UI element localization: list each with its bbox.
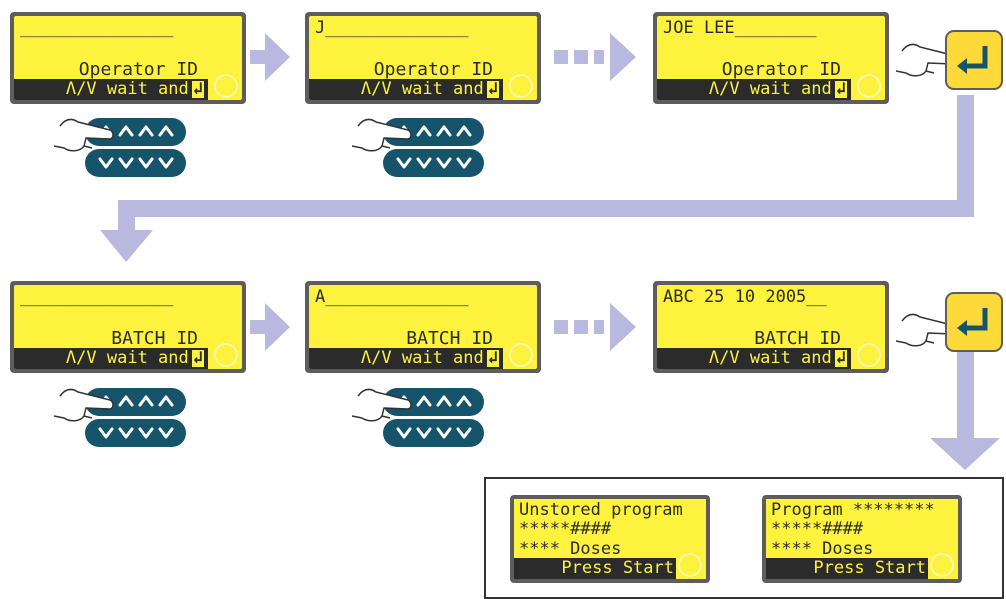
lcd-field-label: Operator ID [721, 59, 841, 80]
hint-text: Λ/V wait and [708, 348, 832, 368]
operator-lcd-1: _______________ Operator ID Λ/V wait and… [10, 12, 246, 104]
knob-ring-icon [214, 343, 238, 367]
lcd-hint-bar: Λ/V wait and↲ [309, 79, 503, 100]
lcd-entry-text: J______________ [315, 18, 469, 38]
batch-lcd-1: _______________ BATCH ID Λ/V wait and↲ [10, 281, 246, 373]
knob-ring-icon [214, 74, 238, 98]
lcd-entry-text: A______________ [315, 287, 469, 307]
program-line-3: **** Doses [771, 539, 874, 559]
enter-symbol-icon: ↲ [834, 348, 847, 368]
enter-key-icon [957, 46, 988, 74]
enter-key-2[interactable] [945, 292, 1003, 352]
result-panel: Unstored program *****#### **** Doses Pr… [484, 477, 1004, 599]
lcd-field-label: Operator ID [373, 59, 493, 80]
hint-text: Λ/V wait and [360, 79, 484, 99]
lcd-hint-bar: Λ/V wait and↲ [14, 348, 208, 369]
knob-ring-icon [857, 343, 881, 367]
enter-symbol-icon: ↲ [191, 348, 204, 368]
flow-arrow-icon [250, 33, 290, 81]
lcd-hint-bar: Λ/V wait and↲ [657, 348, 851, 369]
flow-arrow-icon [930, 438, 1000, 470]
batch-lcd-2: A______________ BATCH ID Λ/V wait and↲ [305, 281, 541, 373]
lcd-hint-bar: Λ/V wait and↲ [309, 348, 503, 369]
program-line-3: **** Doses [519, 539, 622, 559]
lcd-entry-text: ABC 25 10 2005__ [663, 287, 827, 307]
knob-ring-icon [678, 553, 702, 577]
dotted-arrow-icon [554, 33, 636, 81]
lcd-entry-text: _______________ [20, 287, 174, 307]
enter-symbol-icon: ↲ [486, 348, 499, 368]
batch-lcd-3: ABC 25 10 2005__ BATCH ID Λ/V wait and↲ [653, 281, 889, 373]
program-line-2: *****#### [771, 519, 864, 539]
press-start-label: Press Start [514, 558, 676, 579]
hint-text: Λ/V wait and [65, 79, 189, 99]
knob-ring-icon [857, 74, 881, 98]
enter-symbol-icon: ↲ [834, 79, 847, 99]
program-line-1: Program ******** [771, 500, 935, 520]
dotted-arrow-icon [554, 303, 636, 351]
program-screen-unstored: Unstored program *****#### **** Doses Pr… [510, 495, 710, 583]
lcd-entry-text: JOE LEE________ [663, 18, 817, 38]
lcd-hint-bar: Λ/V wait and↲ [14, 79, 208, 100]
operator-lcd-2: J______________ Operator ID Λ/V wait and… [305, 12, 541, 104]
program-line-2: *****#### [519, 519, 612, 539]
lcd-field-label: Operator ID [78, 59, 198, 80]
press-start-label: Press Start [766, 558, 928, 579]
flow-arrow-icon [250, 303, 290, 351]
knob-ring-icon [509, 74, 533, 98]
hint-text: Λ/V wait and [708, 79, 832, 99]
program-line-1: Unstored program [519, 500, 683, 520]
enter-symbol-icon: ↲ [191, 79, 204, 99]
lcd-field-label: BATCH ID [406, 328, 493, 349]
hint-text: Λ/V wait and [360, 348, 484, 368]
enter-symbol-icon: ↲ [486, 79, 499, 99]
down-arrow-keys-icon [85, 149, 186, 177]
hand-pointer-icon [53, 118, 114, 152]
lcd-field-label: BATCH ID [754, 328, 841, 349]
flow-arrow-icon [100, 230, 153, 262]
operator-lcd-3: JOE LEE________ Operator ID Λ/V wait and… [653, 12, 889, 104]
lcd-field-label: BATCH ID [111, 328, 198, 349]
lcd-entry-text: _______________ [20, 18, 174, 38]
hint-text: Λ/V wait and [65, 348, 189, 368]
enter-key-icon [957, 308, 988, 336]
enter-key-1[interactable] [945, 30, 1003, 90]
knob-ring-icon [509, 343, 533, 367]
lcd-hint-bar: Λ/V wait and↲ [657, 79, 851, 100]
program-screen-stored: Program ******** *****#### **** Doses Pr… [762, 495, 962, 583]
knob-ring-icon [930, 553, 954, 577]
